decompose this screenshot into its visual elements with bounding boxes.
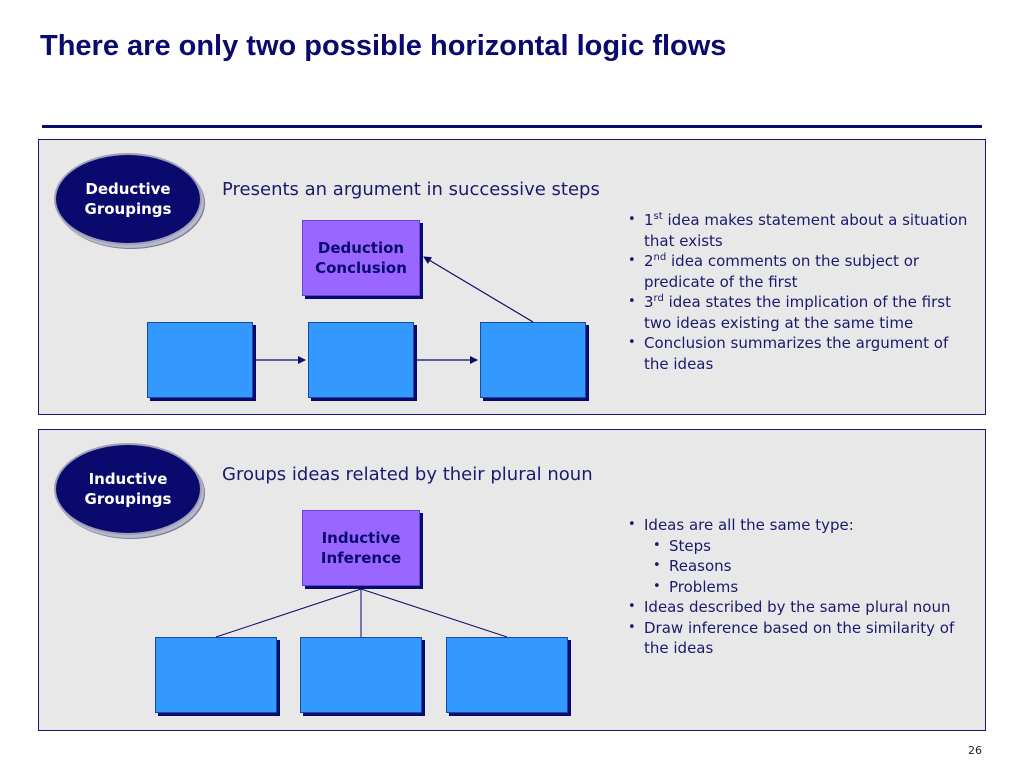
inductive-bullet-1: Ideas are all the same type:: [624, 515, 969, 536]
bullet-text: Problems: [669, 577, 739, 596]
deduction-conclusion-line1: Deduction: [317, 239, 405, 257]
inductive-inference-box: Inductive Inference: [302, 510, 420, 586]
bullet-ordinal-suffix: st: [653, 211, 663, 222]
bullet-text: Steps: [669, 536, 711, 555]
deduction-conclusion-box: Deduction Conclusion: [302, 220, 420, 296]
title-divider: [42, 125, 982, 128]
deductive-bullet-4: Conclusion summarizes the argument of th…: [624, 333, 969, 374]
inductive-bullet-2: Steps: [624, 536, 969, 557]
idea-box-5: [300, 637, 422, 713]
bullet-text: Reasons: [669, 557, 732, 575]
bullet-ordinal-suffix: nd: [653, 252, 667, 263]
bullet-ordinal: 3: [644, 293, 654, 311]
deductive-bullet-2: 2nd idea comments on the subject or pred…: [624, 251, 969, 292]
bullet-text: Conclusion summarizes the argument of th…: [644, 334, 949, 373]
inductive-heading: Groups ideas related by their plural nou…: [222, 464, 593, 485]
inductive-oval-line2: Groupings: [84, 490, 172, 508]
idea-box-4: [155, 637, 277, 713]
deduction-conclusion-line2: Conclusion: [315, 259, 407, 277]
inductive-bullet-list: Ideas are all the same type: StepsReasons…: [624, 515, 969, 659]
bullet-text: idea comments on the subject or predicat…: [644, 252, 920, 291]
page-number: 26: [968, 744, 982, 757]
inductive-bullet-4: Problems: [624, 577, 969, 598]
deductive-groupings-oval: Deductive Groupings: [54, 153, 202, 245]
bullet-text: Ideas are all the same type:: [644, 516, 854, 534]
bullet-ordinal: 1: [644, 211, 654, 229]
bullet-text: idea makes statement about a situation t…: [644, 211, 968, 250]
inductive-oval-line1: Inductive: [88, 470, 168, 488]
deductive-bullet-3: 3rd idea states the implication of the f…: [624, 292, 969, 333]
idea-box-1: [147, 322, 253, 398]
inductive-groupings-oval: Inductive Groupings: [54, 443, 202, 535]
deductive-bullet-list: 1st idea makes statement about a situati…: [624, 210, 969, 374]
deductive-oval-line2: Groupings: [84, 200, 172, 218]
bullet-text: Draw inference based on the similarity o…: [644, 618, 955, 658]
inductive-bullet-3: Reasons: [624, 556, 969, 577]
idea-box-3: [480, 322, 586, 398]
bullet-ordinal-suffix: rd: [653, 293, 664, 304]
bullet-text: Ideas described by the same plural noun: [644, 598, 951, 616]
bullet-ordinal: 2: [644, 252, 654, 270]
slide-title: There are only two possible horizontal l…: [40, 30, 727, 62]
inductive-bullet-6: Draw inference based on the similarity o…: [624, 618, 969, 659]
deductive-bullet-1: 1st idea makes statement about a situati…: [624, 210, 969, 251]
idea-box-6: [446, 637, 568, 713]
bullet-text: idea states the implication of the first…: [644, 293, 951, 332]
inductive-bullet-5: Ideas described by the same plural noun: [624, 597, 969, 618]
idea-box-2: [308, 322, 414, 398]
deductive-oval-line1: Deductive: [85, 180, 171, 198]
deductive-heading: Presents an argument in successive steps: [222, 179, 600, 200]
inductive-inference-line1: Inductive: [321, 529, 401, 547]
inductive-inference-line2: Inference: [320, 549, 402, 567]
